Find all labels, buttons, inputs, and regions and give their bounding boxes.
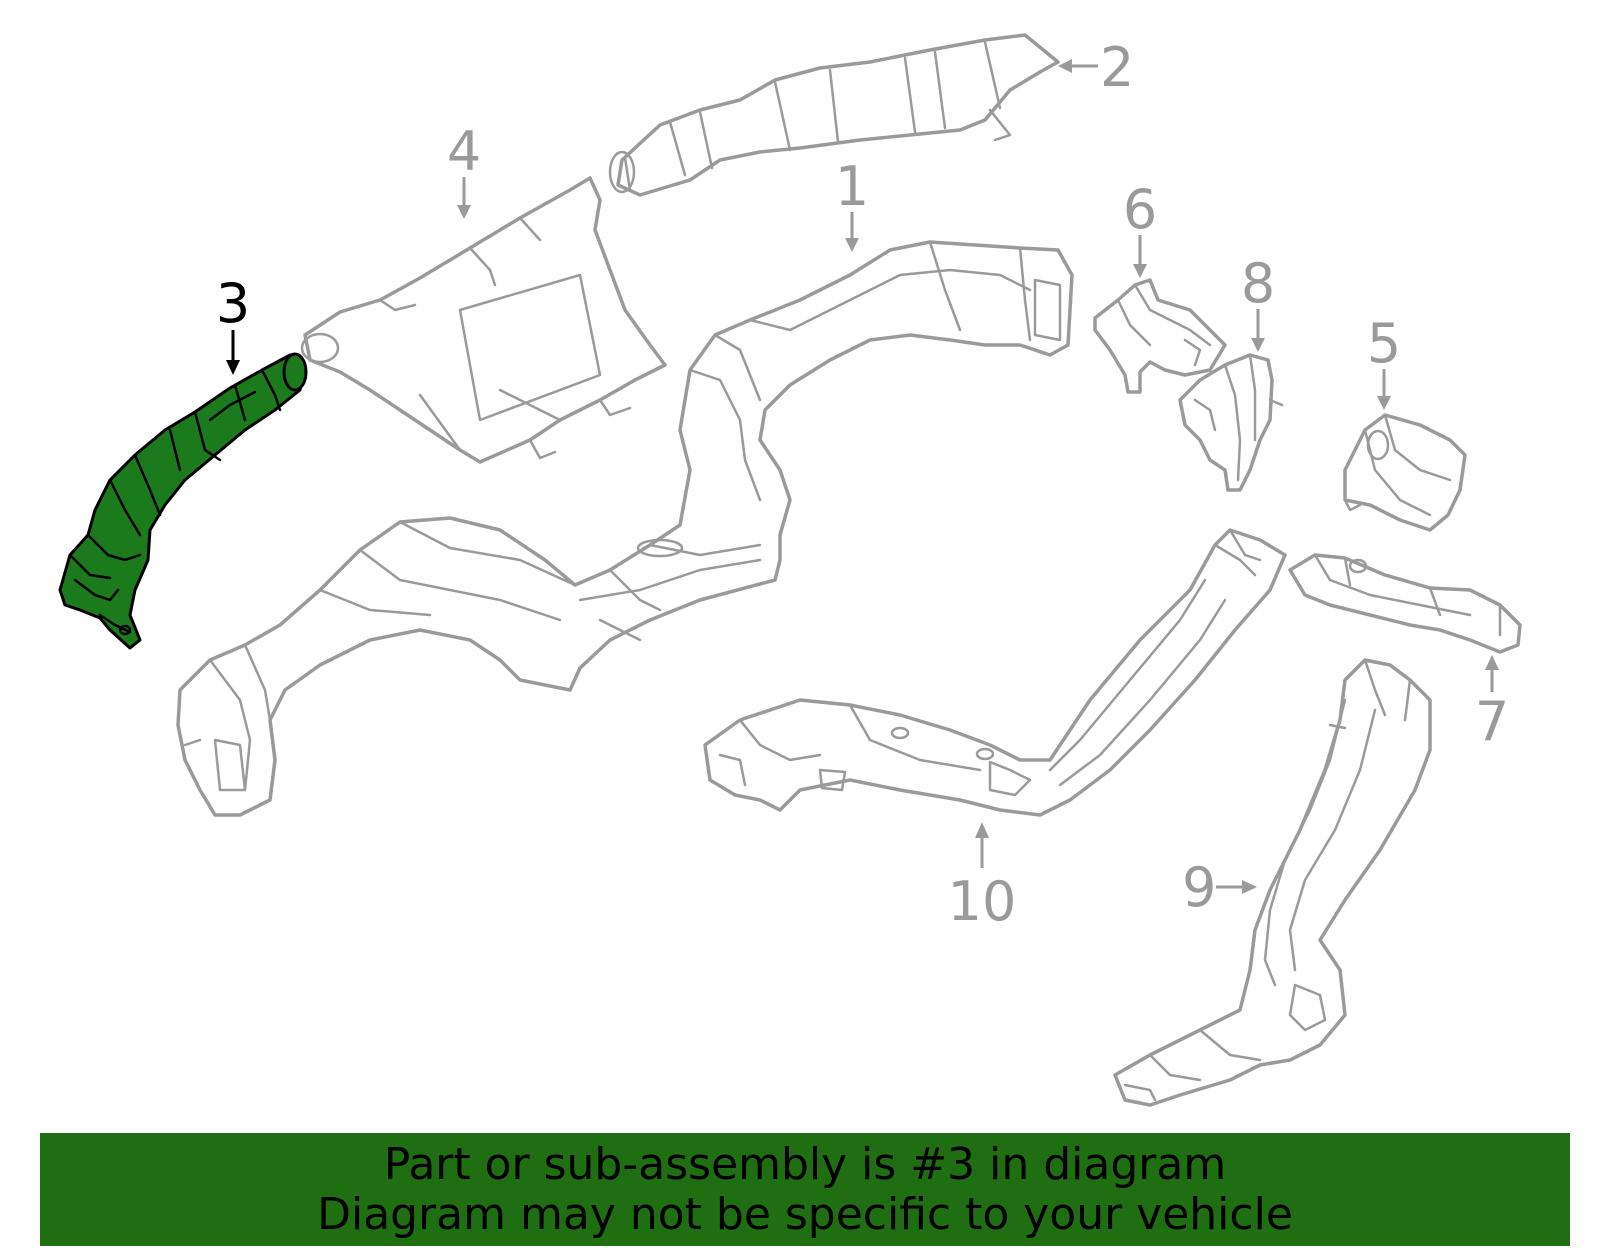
part-6-bracket[interactable] (1093, 278, 1227, 394)
callout-4: 4 (447, 120, 481, 219)
callout-5-label: 5 (1367, 312, 1401, 375)
callout-9-label: 9 (1182, 856, 1216, 919)
callout-10-label: 10 (948, 870, 1017, 933)
part-5-vent[interactable] (1343, 413, 1467, 532)
callout-2: 2 (1058, 36, 1134, 99)
callout-7: 7 (1475, 655, 1509, 753)
part-3-side-duct-highlighted[interactable] (58, 352, 308, 650)
callout-3: 3 (216, 272, 250, 375)
callout-6: 6 (1123, 178, 1157, 278)
callout-4-label: 4 (447, 120, 481, 183)
callout-3-label: 3 (216, 272, 250, 335)
callout-8: 8 (1241, 252, 1275, 352)
callout-1-label: 1 (835, 155, 869, 218)
callout-6-label: 6 (1123, 178, 1157, 241)
callout-7-label: 7 (1475, 690, 1509, 753)
part-9-rear-duct[interactable] (1113, 658, 1432, 1107)
info-banner: Part or sub-assembly is #3 in diagram Di… (40, 1133, 1570, 1246)
callout-10: 10 (948, 822, 1017, 933)
part-1-main-duct[interactable] (176, 240, 1074, 817)
callout-1: 1 (835, 155, 869, 252)
part-7-bracket[interactable] (1288, 553, 1522, 654)
part-10-floor-duct[interactable] (703, 528, 1287, 817)
callout-2-label: 2 (1100, 36, 1134, 99)
callout-8-label: 8 (1241, 252, 1275, 315)
banner-line-disclaimer: Diagram may not be specific to your vehi… (317, 1188, 1293, 1240)
callout-9: 9 (1182, 856, 1257, 919)
part-4-center-duct[interactable] (300, 176, 667, 464)
part-2-duct[interactable] (608, 33, 1060, 197)
banner-line-selected-part: Part or sub-assembly is #3 in diagram (383, 1138, 1227, 1190)
callout-5: 5 (1367, 312, 1401, 410)
part-8-bracket[interactable] (1178, 353, 1284, 492)
